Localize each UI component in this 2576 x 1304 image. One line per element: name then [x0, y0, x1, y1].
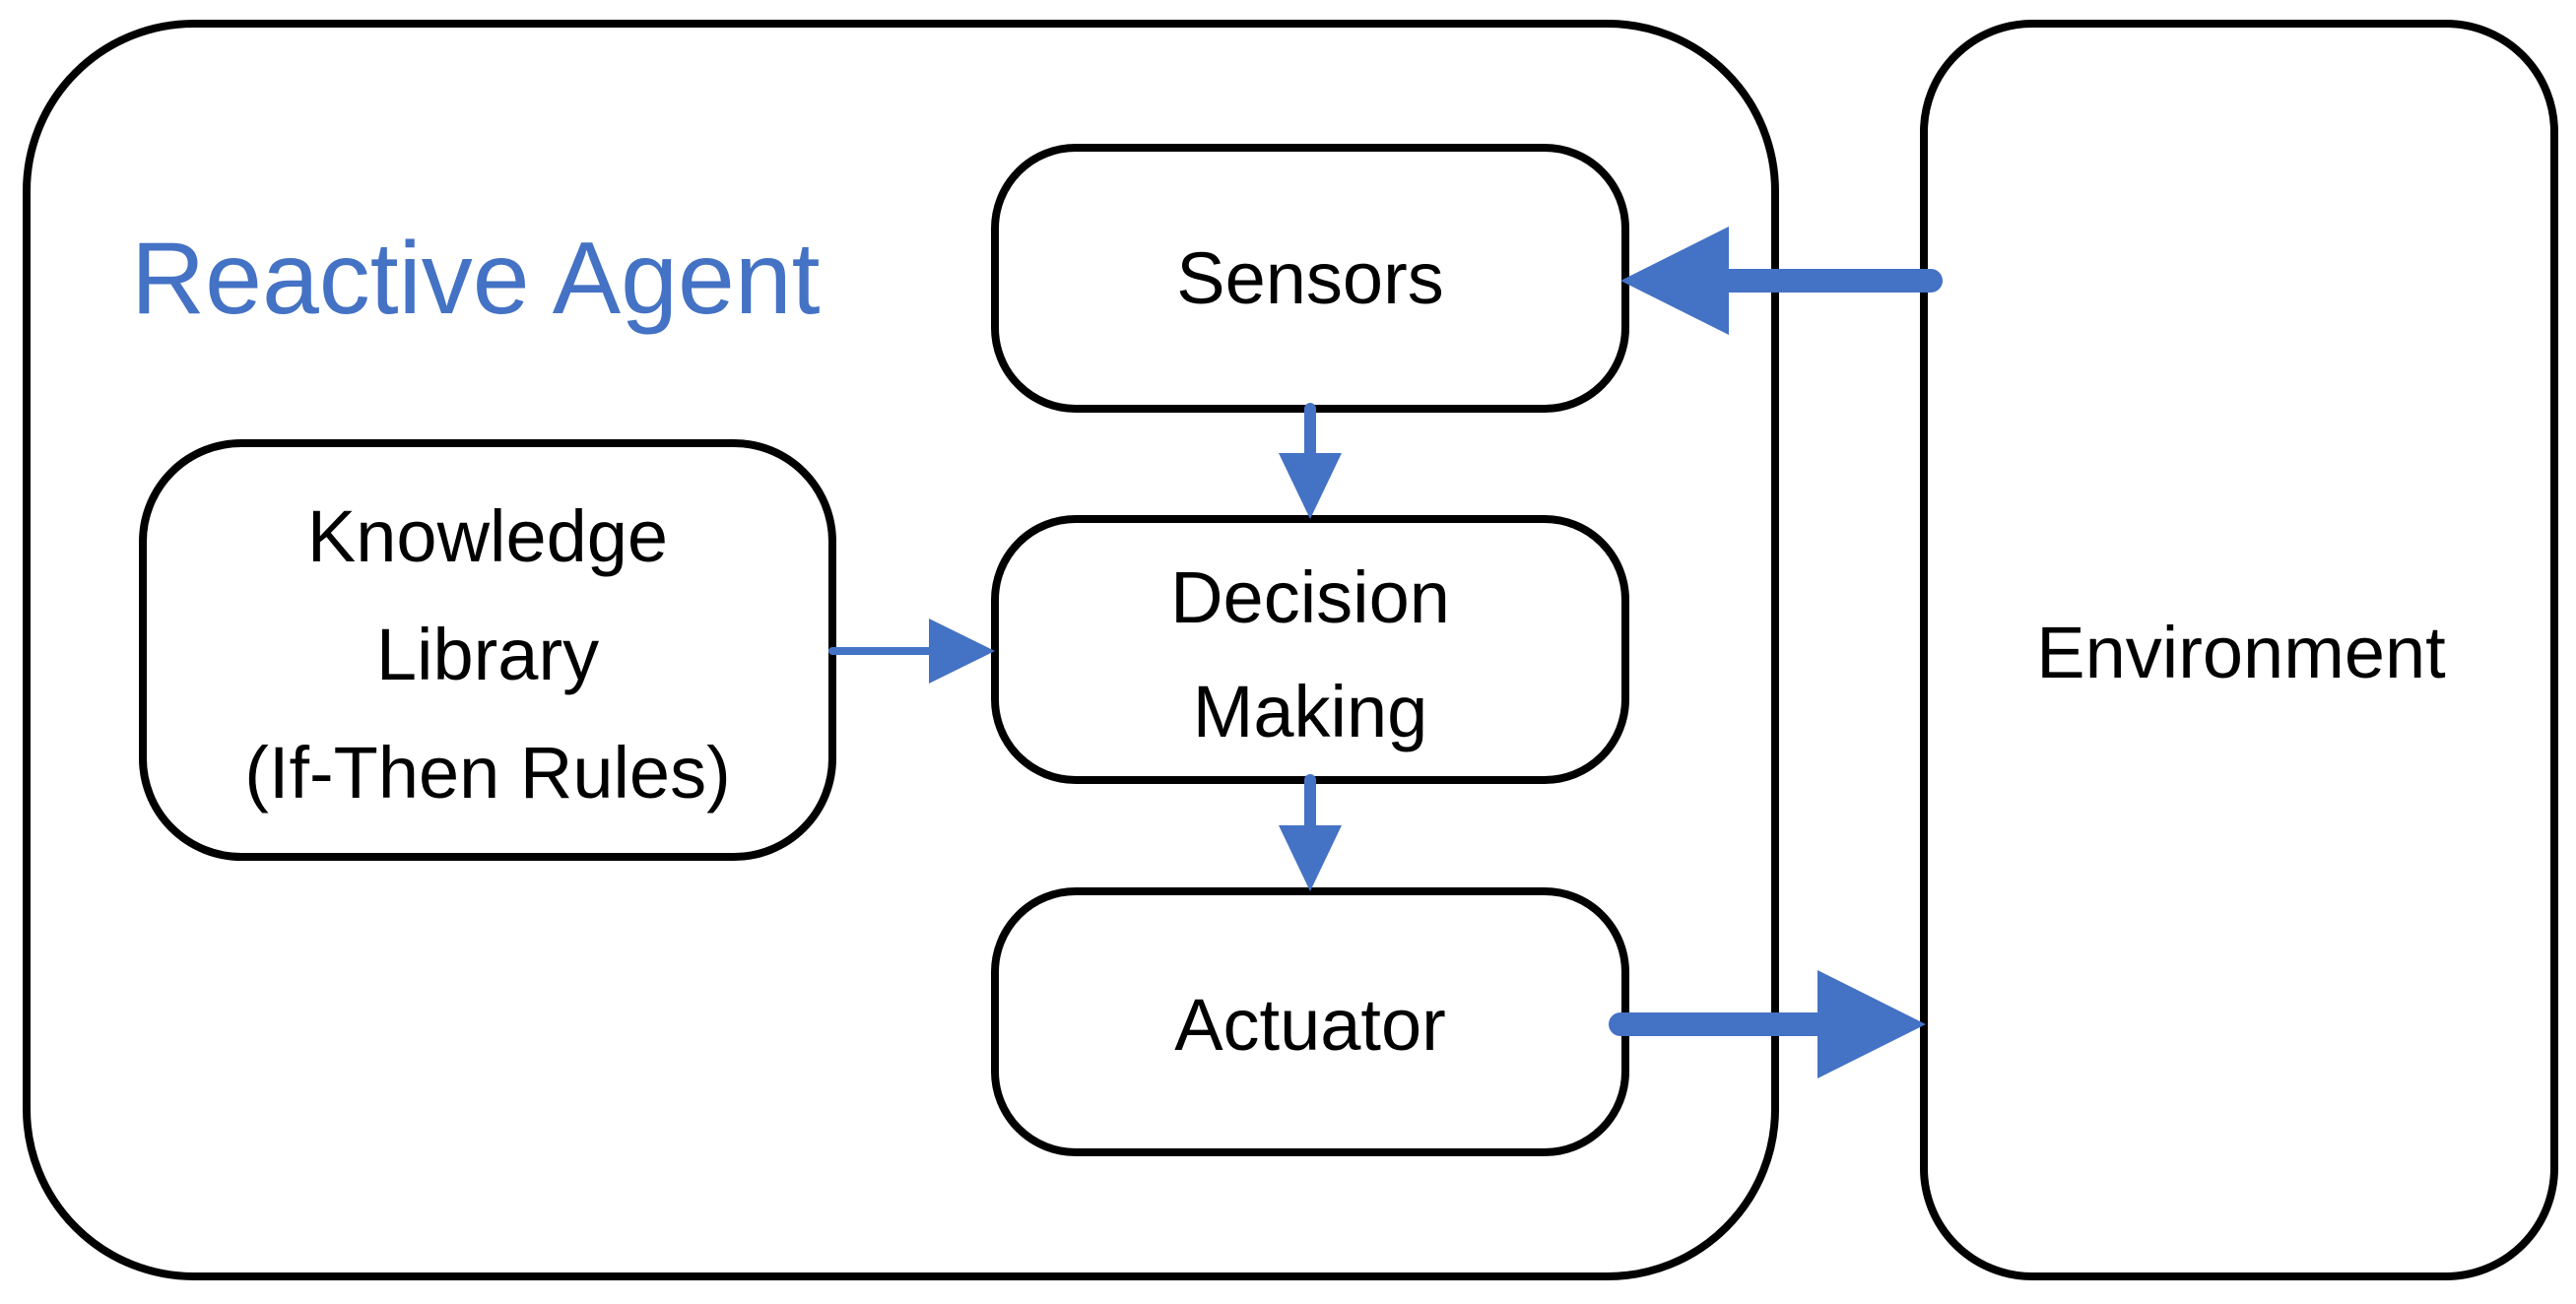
knowledge-label-line1: Knowledge — [307, 495, 668, 577]
environment-to-sensors-arrow — [1620, 227, 1943, 335]
decision-to-actuator-arrow — [1279, 774, 1342, 891]
environment-label: Environment — [2036, 612, 2446, 693]
environment-box — [1920, 20, 2558, 1280]
knowledge-label-line2: Library — [376, 614, 599, 695]
actuator-to-environment-arrow — [1609, 970, 1926, 1078]
decision-making-label-line1: Decision — [1170, 556, 1450, 638]
decision-making-label-line2: Making — [1193, 671, 1428, 752]
knowledge-to-decision-arrow — [828, 619, 995, 684]
sensors-label: Sensors — [1176, 237, 1443, 319]
knowledge-label-line3: (If-Then Rules) — [244, 732, 730, 814]
agent-title: Reactive Agent — [131, 222, 821, 336]
actuator-label: Actuator — [1174, 984, 1446, 1066]
sensors-to-decision-arrow — [1279, 403, 1342, 519]
